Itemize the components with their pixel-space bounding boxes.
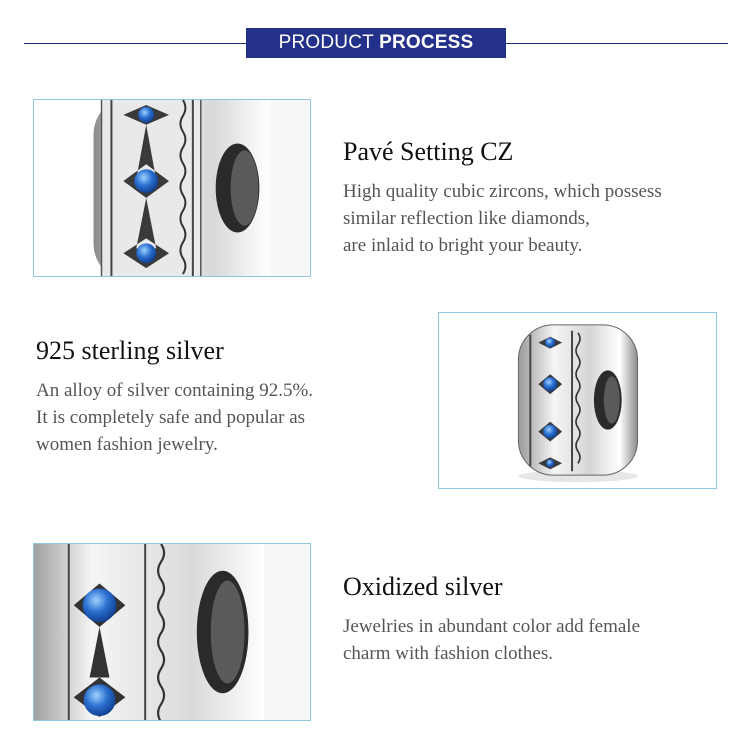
header-banner: PRODUCT PROCESS [246,28,506,58]
section-1-description: High quality cubic zircons, which posses… [343,178,662,259]
silver-charm-full-photo [438,312,717,489]
section-3-line-2: charm with fashion clothes. [343,643,554,664]
header-rule-left [24,43,246,44]
section-3-title: Oxidized silver [343,572,503,601]
section-2-line-1: An alloy of silver containing 92.5%. [36,380,314,401]
section-1-line-1: High quality cubic zircons, which posses… [343,181,662,202]
section-1-line-3: are inlaid to bright your beauty. [343,235,583,256]
section-2-title: 925 sterling silver [36,336,224,365]
section-2-line-3: women fashion jewelry. [36,434,218,455]
section-3-line-1: Jewelries in abundant color add female [343,616,641,637]
section-1-title: Pavé Setting CZ [343,137,514,166]
silver-charm-closeup-photo [33,99,311,277]
section-2-description: An alloy of silver containing 92.5%. It … [36,377,313,458]
silver-charm-detail-photo [33,543,311,721]
header-rule-right [506,43,728,44]
section-1-line-2: similar reflection like diamonds, [343,208,590,229]
header-title-light: PRODUCT [278,32,374,53]
section-3-description: Jewelries in abundant color add female c… [343,613,640,667]
section-2-line-2: It is completely safe and popular as [36,407,306,428]
header-title-bold: PROCESS [379,32,474,53]
